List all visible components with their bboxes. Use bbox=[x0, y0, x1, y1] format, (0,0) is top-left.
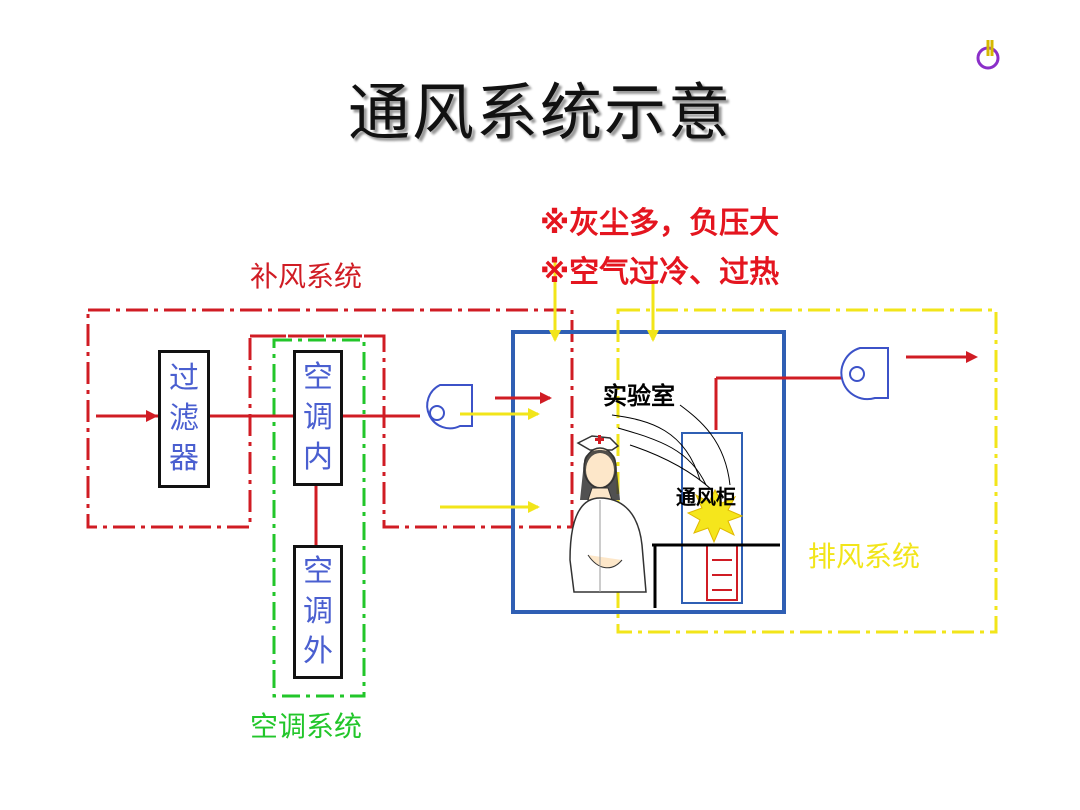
exhaust-system-boundary bbox=[616, 308, 998, 634]
exhaust-system-label: 排风系统 bbox=[808, 540, 921, 573]
ac-indoor-char: 内 bbox=[303, 440, 333, 475]
supply-fan-icon bbox=[426, 384, 473, 430]
makeup-air-label: 补风系统 bbox=[250, 260, 363, 293]
fume-lines bbox=[611, 404, 731, 491]
ac-indoor-char: 调 bbox=[303, 400, 333, 435]
fume-hood-label: 通风柜 bbox=[676, 485, 736, 509]
ac-outdoor-box: 空 调 外 bbox=[293, 545, 343, 679]
lab-bench bbox=[652, 543, 780, 608]
lab-worker-figure bbox=[569, 435, 647, 593]
ac-outdoor-char: 空 bbox=[303, 554, 333, 589]
lab-room-wall bbox=[511, 330, 786, 614]
exhaust-duct bbox=[714, 351, 978, 430]
yellow-flow-arrows bbox=[440, 262, 659, 513]
page-title: 通风系统示意 bbox=[347, 76, 732, 149]
filter-char: 滤 bbox=[169, 401, 199, 436]
ac-system-label: 空调系统 bbox=[250, 710, 363, 743]
lab-label: 实验室 bbox=[603, 382, 675, 410]
filter-char: 过 bbox=[169, 361, 199, 396]
note-temperature: ※空气过冷、过热 bbox=[540, 255, 780, 290]
contaminant-burst-icon bbox=[686, 488, 744, 544]
filter-char: 器 bbox=[169, 441, 199, 476]
filter-box: 过 滤 器 bbox=[158, 350, 210, 488]
fume-hood bbox=[681, 432, 743, 604]
ac-system-boundary bbox=[272, 338, 366, 698]
power-icon[interactable] bbox=[976, 40, 1000, 70]
ac-outdoor-char: 外 bbox=[303, 634, 333, 669]
supply-air-flow bbox=[96, 410, 420, 545]
red-flow-arrow-lab bbox=[495, 392, 552, 404]
note-dust-pressure: ※灰尘多，负压大 bbox=[540, 206, 780, 241]
ac-indoor-box: 空 调 内 bbox=[293, 350, 343, 486]
ac-outdoor-char: 调 bbox=[303, 594, 333, 629]
ac-indoor-char: 空 bbox=[303, 360, 333, 395]
exhaust-fan-icon bbox=[840, 347, 889, 401]
